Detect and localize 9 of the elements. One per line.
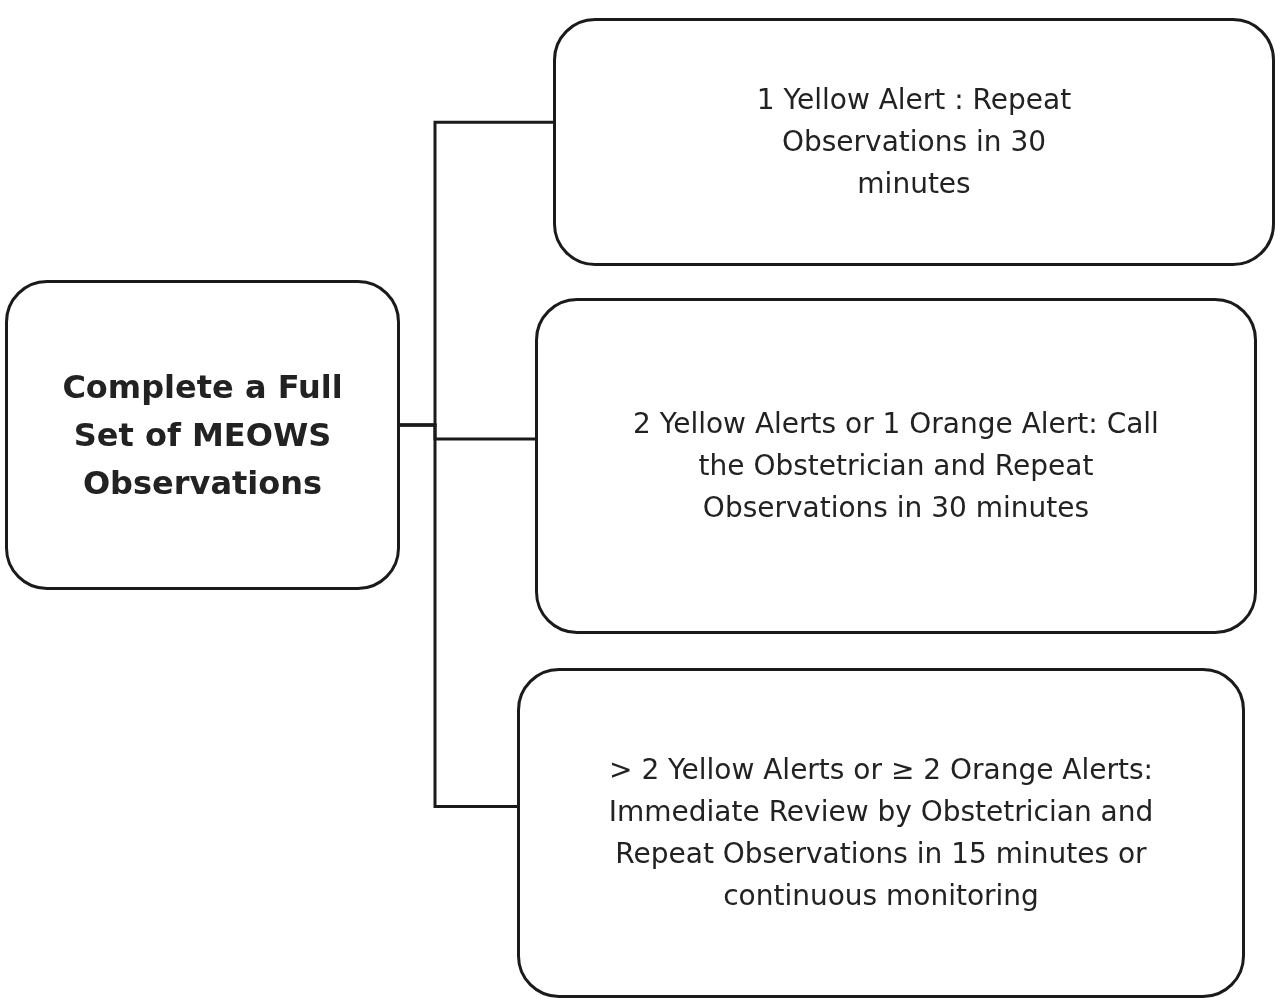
- connector-line: [400, 423, 517, 809]
- process-box: [517, 668, 1245, 998]
- box-text: 1 Yellow Alert : Repeat Observations in 30 minutes: [755, 82, 1073, 202]
- process-box: [553, 18, 1275, 266]
- process-box: [535, 298, 1257, 634]
- process-box: [5, 280, 400, 590]
- box-text: 2 Yellow Alerts or 1 Orange Alert: Call the Obstetrician and Repeat Observations in 30 minutes: [632, 406, 1160, 526]
- box-text: > 2 Yellow Alerts or ≥ 2 Orange Alerts: Immediate Review by Obstetrician and Repeat Observations in 15 minutes or continuous monitoring: [607, 752, 1155, 914]
- box-text: Complete a Full Set of MEOWS Observations: [61, 367, 344, 504]
